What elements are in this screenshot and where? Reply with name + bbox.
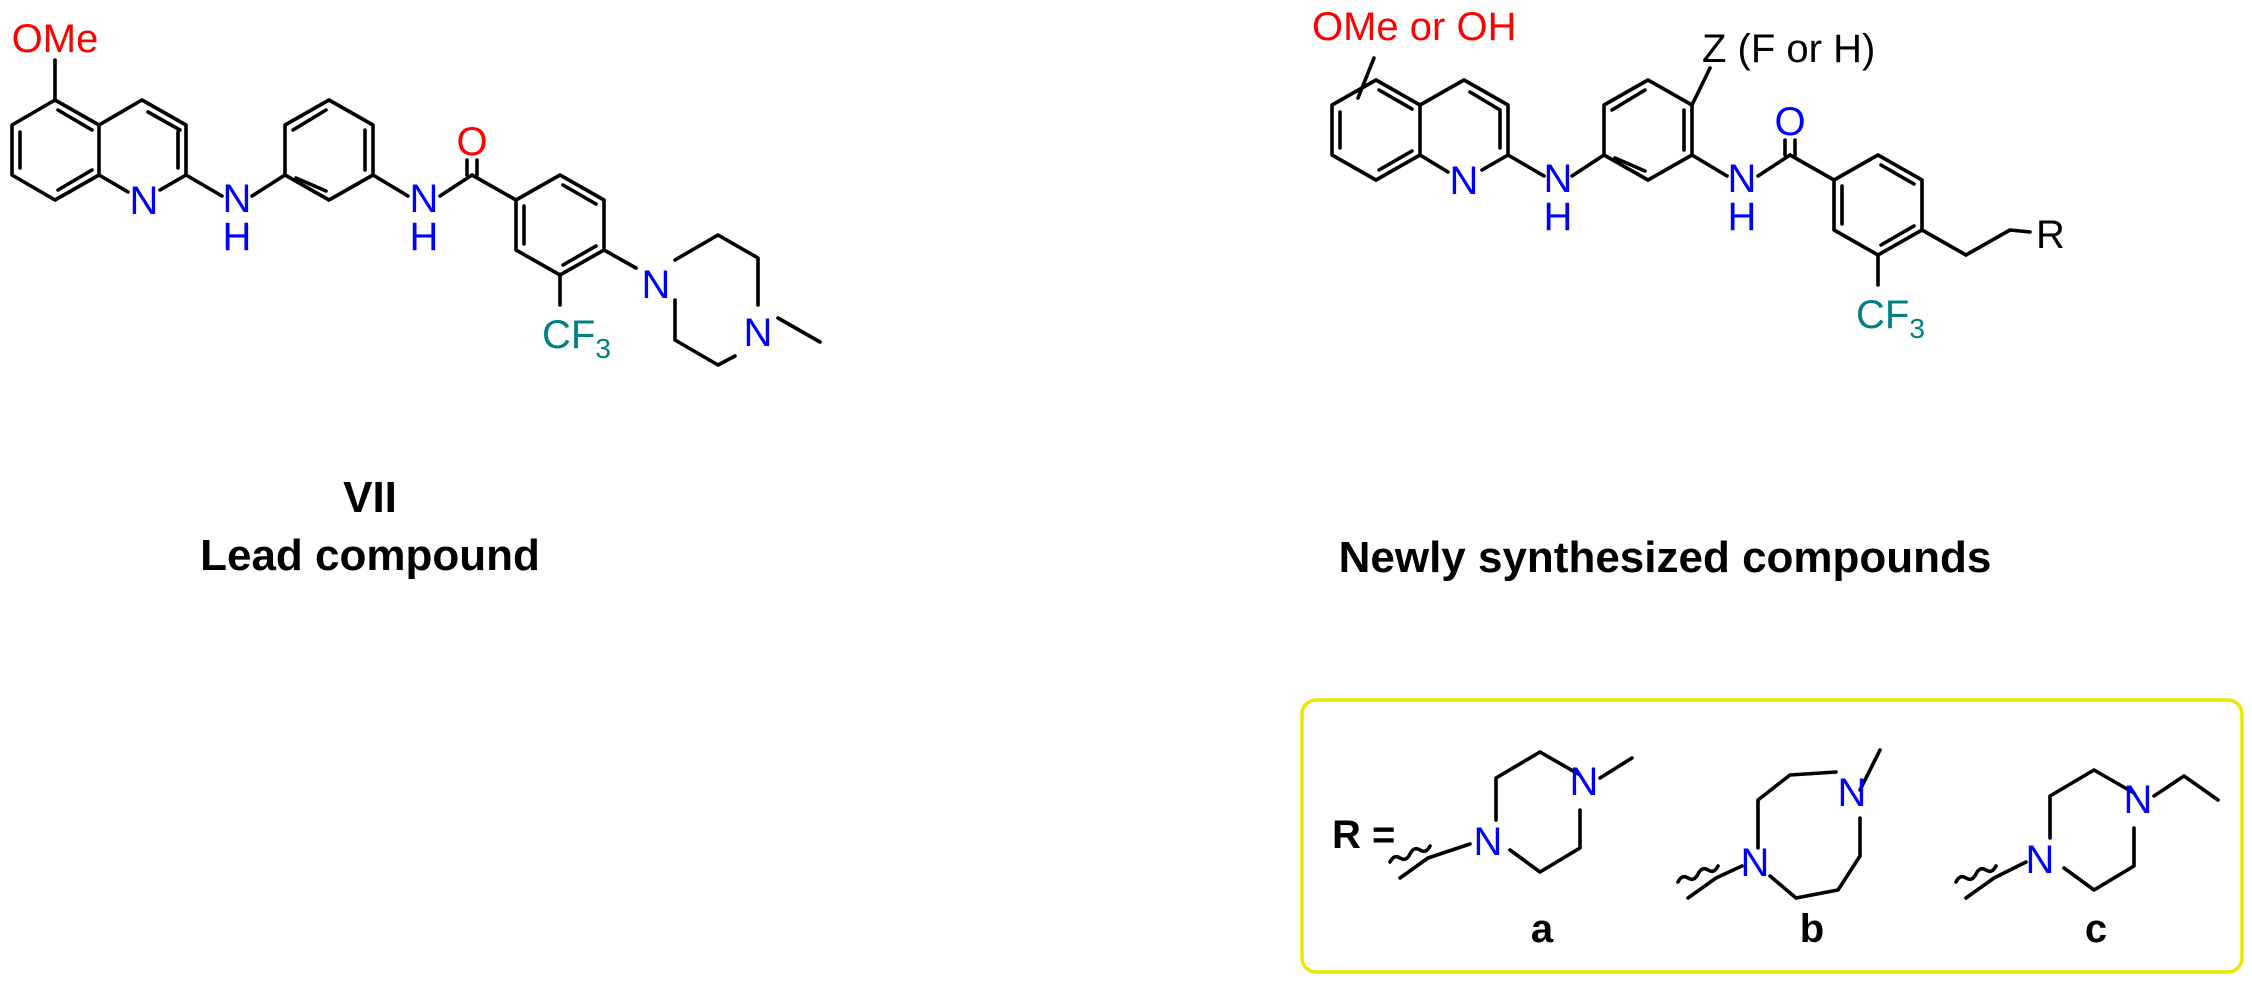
- r-group-prefix: R =: [1332, 813, 1395, 857]
- new-amide-nitrogen: N: [1728, 157, 1757, 201]
- r-group-c-structure: N N c: [1954, 768, 2220, 951]
- new-substituent-label: OMe or OH: [1312, 5, 1516, 49]
- lead-amine-hydrogen: H: [223, 215, 252, 259]
- r-c-nitrogen-4: N: [2124, 778, 2153, 822]
- new-z-label: Z (F or H): [1702, 27, 1875, 71]
- lead-compound-structure: OMe N N H N H O CF3 N N VII Lead compoun…: [10, 17, 822, 580]
- new-amine-hydrogen: H: [1544, 195, 1573, 239]
- lead-piperazine-n4: N: [744, 311, 773, 355]
- lead-amide-hydrogen: H: [410, 215, 439, 259]
- r-c-nitrogen-1: N: [2026, 838, 2055, 882]
- r-group-b-structure: N N b: [1676, 748, 1882, 951]
- new-r-label: R: [2036, 213, 2065, 257]
- r-b-nitrogen-4: N: [1838, 771, 1867, 815]
- lead-quinoline-nitrogen: N: [130, 179, 159, 223]
- new-cf3-group: CF3: [1856, 293, 1925, 344]
- r-b-nitrogen-1: N: [1741, 841, 1770, 885]
- lead-cf3-group: CF3: [542, 313, 611, 364]
- lead-compound-id: VII: [343, 473, 397, 522]
- r-a-nitrogen-1: N: [1474, 820, 1503, 864]
- new-amine-nitrogen: N: [1544, 157, 1573, 201]
- r-group-c-label: c: [2085, 907, 2107, 951]
- new-amide-hydrogen: H: [1728, 195, 1757, 239]
- r-group-box: R = N N a N N b: [1300, 698, 2244, 974]
- lead-amine-nitrogen: N: [223, 177, 252, 221]
- new-quinoline-nitrogen: N: [1450, 159, 1479, 203]
- new-compounds-structure: OMe or OH Z (F or H) N N H N H O CF3 R N…: [1312, 5, 2065, 582]
- new-compounds-caption: Newly synthesized compounds: [1339, 533, 1992, 582]
- lead-compound-caption: Lead compound: [200, 531, 540, 580]
- r-a-nitrogen-4: N: [1570, 760, 1599, 804]
- r-group-box-border: [1300, 698, 2244, 974]
- r-group-b-label: b: [1800, 907, 1824, 951]
- lead-methoxy-label: OMe: [12, 17, 99, 61]
- lead-carbonyl-oxygen: O: [456, 120, 487, 164]
- r-group-a-structure: N N a: [1388, 750, 1634, 951]
- lead-amide-nitrogen: N: [410, 177, 439, 221]
- lead-piperazine-n1: N: [642, 263, 671, 307]
- new-carbonyl-oxygen: O: [1774, 100, 1805, 144]
- r-group-a-label: a: [1531, 907, 1554, 951]
